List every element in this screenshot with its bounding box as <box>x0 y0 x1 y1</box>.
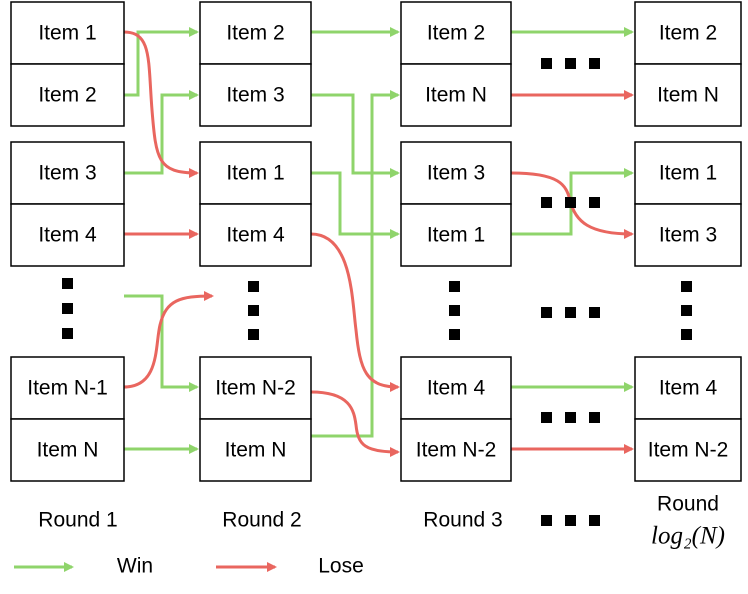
lose-arrow-r1-itemn1 <box>123 291 214 389</box>
item-label: Item 3 <box>38 162 96 185</box>
item-box: Item 4 <box>199 203 312 267</box>
item-label: Item N-2 <box>648 439 729 462</box>
item-label: Item N-1 <box>27 377 108 400</box>
round-1-column: Item 1 Item 2 Item 3 Item 4 Item N-1 Ite… <box>10 1 125 482</box>
item-box: Item 4 <box>400 356 512 420</box>
horizontal-ellipsis <box>541 412 600 423</box>
item-label: Item N-2 <box>215 377 296 400</box>
item-label: Item 1 <box>38 22 96 45</box>
legend-win-label: Win <box>117 555 153 578</box>
win-arrow-r1-item2 <box>124 27 199 97</box>
win-arrow-r2-item1 <box>311 171 400 239</box>
round-final-math-label: log₂(N) <box>651 523 725 550</box>
horizontal-ellipsis <box>541 58 600 69</box>
item-box: Item N <box>10 418 125 482</box>
item-box: Item 3 <box>10 141 125 205</box>
item-box: Item 4 <box>634 356 742 420</box>
item-label: Item 3 <box>427 162 485 185</box>
item-label: Item N <box>37 439 99 462</box>
item-box: Item N-1 <box>10 356 125 420</box>
item-box: Item N <box>400 63 512 127</box>
win-arrow-r2-item3 <box>311 93 400 178</box>
item-label: Item 2 <box>427 22 485 45</box>
item-box: Item 2 <box>199 1 312 65</box>
item-box: Item N <box>199 418 312 482</box>
item-label: Item N <box>225 439 287 462</box>
round-3-label: Round 3 <box>423 509 502 532</box>
item-label: Item 2 <box>38 84 96 107</box>
round-final-column: Item 2 Item N Item 1 Item 3 Item 4 Item … <box>634 1 742 482</box>
horizontal-ellipsis <box>541 197 600 208</box>
round-2-label: Round 2 <box>222 509 301 532</box>
item-box: Item 2 <box>634 1 742 65</box>
horizontal-ellipsis <box>541 515 600 526</box>
vertical-ellipsis <box>62 278 73 339</box>
item-box: Item 1 <box>634 141 742 205</box>
round-final-label: Round <box>657 493 719 516</box>
item-label: Item N <box>657 84 719 107</box>
round-2-column: Item 2 Item 3 Item 1 Item 4 Item N-2 Ite… <box>199 1 312 482</box>
item-label: Item 4 <box>38 224 97 247</box>
item-label: Item 1 <box>427 224 485 247</box>
item-box: Item N <box>634 63 742 127</box>
item-label: Item N <box>425 84 487 107</box>
item-label: Item 4 <box>659 377 718 400</box>
win-arrow-r1-dots <box>124 294 199 392</box>
item-label: Item N-2 <box>416 439 497 462</box>
lose-arrow-r1-item1 <box>123 30 199 178</box>
item-box: Item 3 <box>199 63 312 127</box>
item-box: Item 3 <box>634 203 742 267</box>
item-label: Item 3 <box>226 84 284 107</box>
round-1-label: Round 1 <box>38 509 117 532</box>
vertical-ellipsis <box>681 281 692 340</box>
legend: Win Lose <box>14 555 364 578</box>
item-box: Item N-2 <box>199 356 312 420</box>
item-box: Item 4 <box>10 203 125 267</box>
item-box: Item N-2 <box>634 418 742 482</box>
item-box: Item 3 <box>400 141 512 205</box>
item-label: Item 3 <box>659 224 717 247</box>
item-label: Item 2 <box>659 22 717 45</box>
item-box: Item 2 <box>10 63 125 127</box>
item-box: Item 1 <box>400 203 512 267</box>
item-box: Item 1 <box>10 1 125 65</box>
item-box: Item 1 <box>199 141 312 205</box>
item-label: Item 2 <box>226 22 284 45</box>
legend-lose-label: Lose <box>318 555 364 578</box>
win-arrow-r2-itemn <box>311 90 400 438</box>
item-label: Item 1 <box>659 162 717 185</box>
item-box: Item N-2 <box>400 418 512 482</box>
item-label: Item 1 <box>226 162 284 185</box>
item-label: Item 4 <box>427 377 486 400</box>
vertical-ellipsis <box>248 281 259 340</box>
round-3-column: Item 2 Item N Item 3 Item 1 Item 4 Item … <box>400 1 512 482</box>
horizontal-ellipsis <box>541 307 600 318</box>
lose-arrow-r2-itemn2 <box>310 390 400 457</box>
item-label: Item 4 <box>226 224 285 247</box>
vertical-ellipsis <box>449 281 460 340</box>
win-arrow-r1-item3 <box>124 90 199 175</box>
lose-arrow-r2-item4 <box>310 232 400 392</box>
item-box: Item 2 <box>400 1 512 65</box>
